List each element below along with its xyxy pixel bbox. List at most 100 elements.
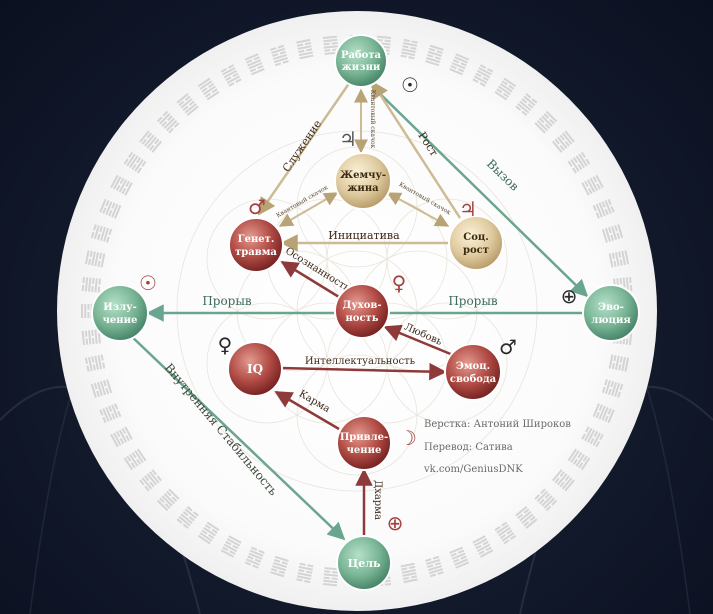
node-cel[interactable]: Цель xyxy=(336,535,392,591)
hexagram-glyph xyxy=(515,93,538,116)
hexagram-glyph xyxy=(322,567,339,587)
hexagram-glyph xyxy=(99,198,122,219)
node-iq[interactable]: IQ xyxy=(227,341,283,397)
credit-link[interactable]: vk.com/GeniusDNK xyxy=(423,464,523,475)
hexagram-glyph xyxy=(270,44,289,67)
hexagram-glyph xyxy=(567,448,591,471)
hexagram-glyph xyxy=(81,276,101,293)
hexagram-glyph xyxy=(197,521,220,545)
hexagram-glyph xyxy=(515,506,538,529)
hexagram-glyph xyxy=(552,469,575,492)
svg-text:Соц.: Соц. xyxy=(463,232,489,243)
label-intellekt: Интеллектуальность xyxy=(305,356,416,367)
hexagram-glyph xyxy=(110,426,133,448)
hexagram-glyph xyxy=(90,379,113,398)
edge-lyubov xyxy=(383,324,454,357)
hexagram-glyph xyxy=(552,130,575,153)
hexagram-glyph xyxy=(449,53,470,76)
hexagram-glyph xyxy=(608,250,630,268)
svg-text:травма: травма xyxy=(235,247,277,258)
hexagram-glyph xyxy=(534,488,558,512)
svg-text:Генет.: Генет. xyxy=(238,234,275,245)
node-privlechenie[interactable]: Привле- чение xyxy=(336,415,392,471)
node-duhovnost[interactable]: Духов- ность xyxy=(334,283,390,339)
edge-vyzov xyxy=(371,85,589,298)
mars-icon: ♂ xyxy=(248,195,266,219)
edge-osoznannost xyxy=(280,260,340,299)
hexagram-glyph xyxy=(270,555,289,578)
earth-icon: ⊕ xyxy=(387,511,404,535)
hexagram-glyph xyxy=(84,250,106,268)
hexagram-glyph xyxy=(81,329,101,346)
svg-text:ность: ность xyxy=(345,313,378,324)
hexagram-glyph xyxy=(601,379,624,398)
label-proryv-left: Прорыв xyxy=(202,294,252,308)
svg-text:свобода: свобода xyxy=(450,374,497,385)
svg-text:рост: рост xyxy=(463,245,489,256)
svg-text:Привле-: Привле- xyxy=(340,432,388,443)
svg-text:IQ: IQ xyxy=(247,362,263,376)
hexagram-glyph xyxy=(494,77,517,101)
jupiter-icon: ♃ xyxy=(459,197,477,221)
hexagram-glyph xyxy=(400,38,418,60)
edge-intellekt xyxy=(280,362,447,381)
label-kvant-top: Квантовый скачок xyxy=(369,90,376,149)
hexagram-glyph xyxy=(90,224,113,243)
svg-text:жина: жина xyxy=(347,183,379,194)
hexagram-glyph xyxy=(567,151,591,174)
venus-icon: ♀ xyxy=(392,271,407,295)
hexagram-glyph xyxy=(400,562,418,584)
hexagram-glyph xyxy=(592,198,615,219)
hexagram-glyph xyxy=(494,521,517,545)
node-soc[interactable]: Соц. рост xyxy=(448,215,504,271)
earth-icon: ⊕ xyxy=(561,284,578,308)
label-dharma: Дхарма xyxy=(372,480,383,520)
node-zhemchuzhina[interactable]: Жемчу- жина xyxy=(334,152,392,210)
svg-text:Эмоц.: Эмоц. xyxy=(456,361,490,372)
hexagram-glyph xyxy=(449,546,470,569)
node-izluchenie[interactable]: Излу- чение xyxy=(91,284,149,342)
node-emoc[interactable]: Эмоц. свобода xyxy=(444,343,502,401)
hexagram-glyph xyxy=(601,224,624,243)
node-rabota[interactable]: Работа жизни xyxy=(334,34,388,88)
hexagram-glyph xyxy=(84,354,106,372)
hexagram-glyph xyxy=(472,535,494,558)
svg-text:жизни: жизни xyxy=(342,62,381,73)
edge-vnutr xyxy=(127,332,346,541)
hexagram-glyph xyxy=(425,555,444,578)
sun-icon: ☉ xyxy=(401,73,419,97)
hexagram-glyph xyxy=(534,110,558,134)
hexagram-glyph xyxy=(581,174,604,196)
hexagram-glyph xyxy=(99,403,122,424)
hexagram-glyph xyxy=(123,151,147,174)
hexagram-glyph xyxy=(139,469,162,492)
hexagram-glyph xyxy=(608,354,630,372)
svg-text:Цель: Цель xyxy=(348,557,381,570)
hexagram-glyph xyxy=(139,130,162,153)
hexagram-glyph xyxy=(592,403,615,424)
hexagram-glyph xyxy=(176,93,199,116)
edge-karma xyxy=(274,390,340,431)
hexagram-glyph xyxy=(472,64,494,87)
label-proryv-right: Прорыв xyxy=(448,294,498,308)
hexagram-glyph xyxy=(220,64,242,87)
hexagram-glyph xyxy=(296,562,314,584)
mars-icon: ♂ xyxy=(499,335,517,359)
node-genet[interactable]: Генет. травма xyxy=(228,217,284,273)
svg-text:Жемчу-: Жемчу- xyxy=(340,170,386,181)
hexagram-glyph xyxy=(581,426,604,448)
node-evolyuciya[interactable]: Эво- люция xyxy=(582,284,640,342)
venus-icon: ♀ xyxy=(218,333,233,357)
hexagram-glyph xyxy=(220,535,242,558)
hexagram-glyph xyxy=(244,53,265,76)
edge-kvant-right xyxy=(386,192,450,227)
svg-text:Работа: Работа xyxy=(341,50,382,61)
edge-sluzhenie xyxy=(257,81,352,216)
label-iniciativa: Инициатива xyxy=(328,229,400,242)
moon-icon: ☽ xyxy=(399,426,417,450)
svg-text:Духов-: Духов- xyxy=(342,300,381,311)
hexagram-glyph xyxy=(197,77,220,101)
svg-text:чение: чение xyxy=(103,315,138,326)
svg-text:Излу-: Излу- xyxy=(103,302,136,313)
